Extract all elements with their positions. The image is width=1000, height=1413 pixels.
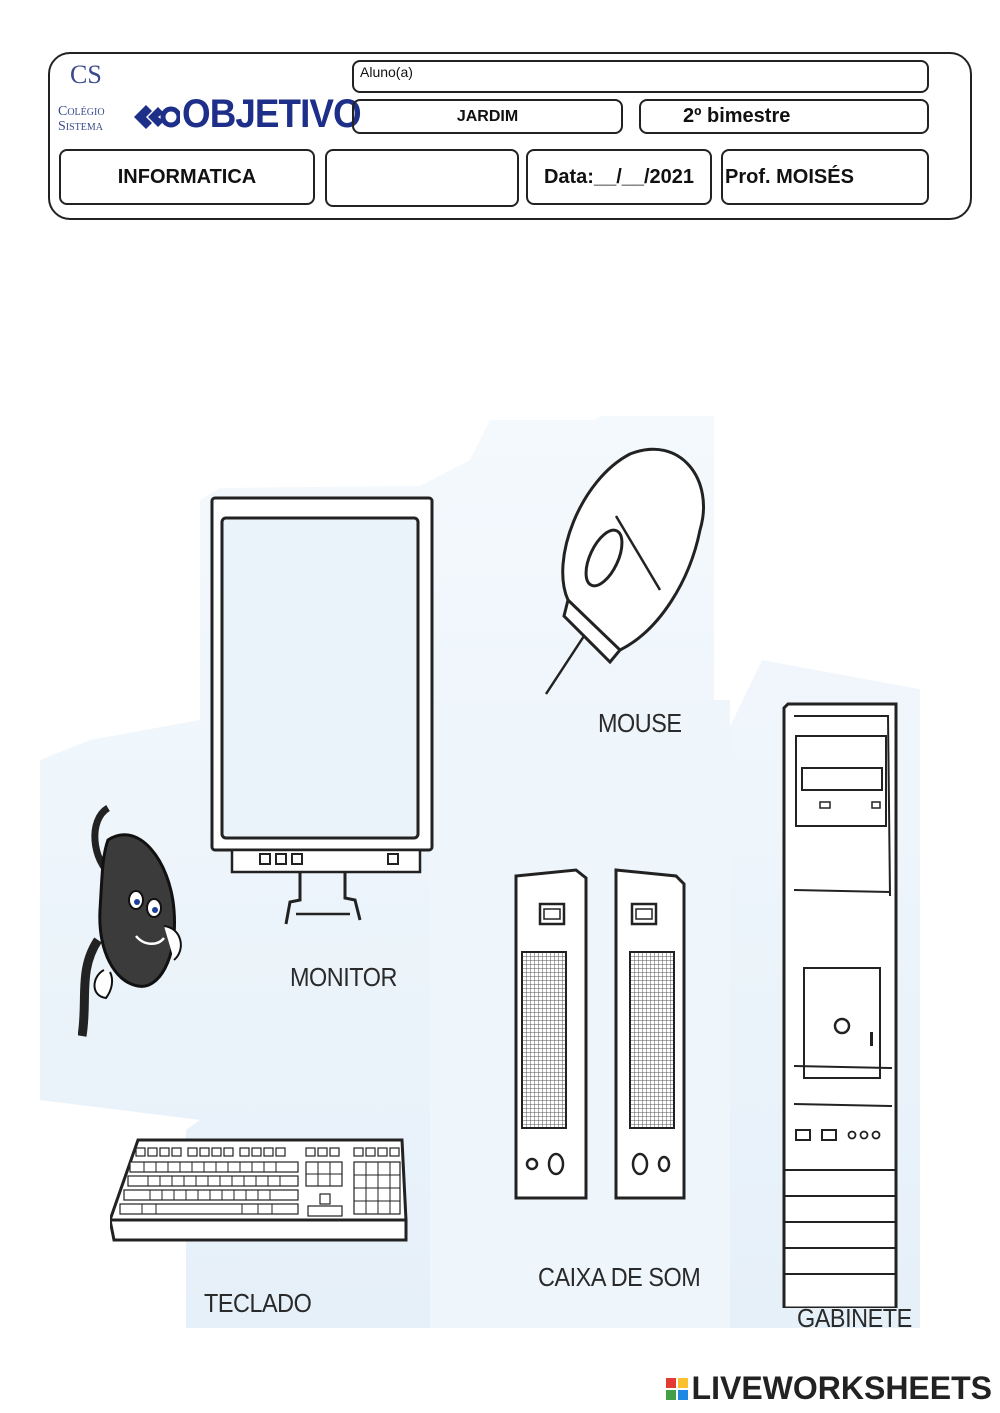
logo-cs: CS — [70, 60, 102, 89]
cabinet-icon — [782, 702, 898, 1308]
subject-field: INFORMATICA — [59, 149, 315, 205]
logo-colegio-sistema: Colégio Sistema — [58, 104, 105, 134]
logo-colegio-text: Colégio — [58, 104, 105, 119]
date-value: Data:__/__/2021 — [543, 165, 695, 188]
term-field: 2º bimestre — [639, 99, 929, 134]
student-name-label: Aluno(a) — [360, 64, 413, 80]
mouse-mascot-icon — [78, 805, 182, 1037]
keyboard-icon — [110, 1138, 408, 1242]
date-field[interactable]: Data:__/__/2021 — [526, 149, 712, 205]
label-mouse: MOUSE — [598, 708, 682, 738]
label-monitor: MONITOR — [290, 962, 397, 992]
term-value: 2º bimestre — [683, 105, 791, 127]
class-field: JARDIM — [352, 99, 623, 134]
label-cabinet: GABINETE — [797, 1303, 912, 1328]
liveworksheets-brand: LIVEWORKSHEETS — [665, 1370, 992, 1407]
label-keyboard: TECLADO — [204, 1288, 312, 1318]
teacher-field: Prof. MOISÉS — [721, 149, 929, 205]
class-value: JARDIM — [456, 107, 519, 125]
student-name-field[interactable]: Aluno(a) — [352, 60, 929, 93]
objetivo-logo-icon — [134, 105, 180, 129]
subject-value: INFORMATICA — [117, 165, 257, 188]
mouse-icon — [544, 447, 705, 695]
label-cabinet-clip: GABINETE — [790, 1300, 930, 1328]
speakers-icon — [514, 868, 686, 1200]
logo-sistema-text: Sistema — [58, 119, 104, 134]
teacher-value: Prof. MOISÉS — [725, 165, 854, 188]
label-speakers: CAIXA DE SOM — [538, 1262, 701, 1292]
header-frame — [48, 52, 972, 220]
liveworksheets-logo-icon — [665, 1377, 688, 1400]
logo-objetivo-text: OBJETIVO — [182, 92, 362, 136]
liveworksheets-text: LIVEWORKSHEETS — [691, 1370, 992, 1406]
blank-field[interactable] — [325, 149, 519, 207]
monitor-icon — [210, 496, 434, 925]
